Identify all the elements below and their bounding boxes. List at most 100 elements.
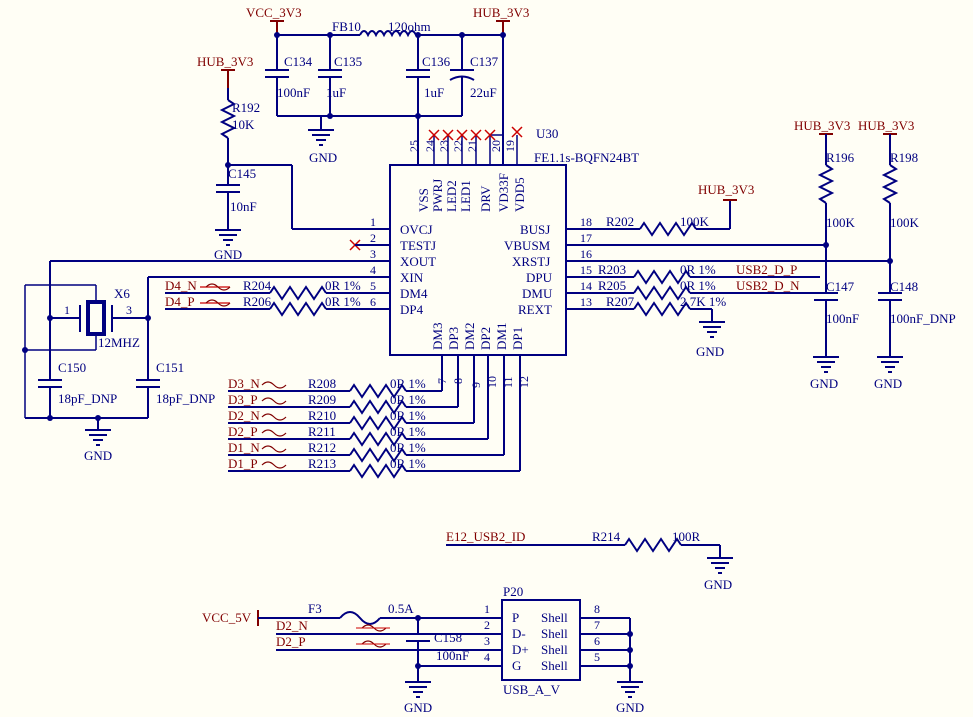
r205-label: R205 [598, 278, 626, 293]
pin-num: 1 [370, 215, 376, 229]
r208-label: R208 [308, 376, 336, 391]
gnd-label-6: GND [696, 344, 724, 359]
pin-name: DMU [522, 286, 553, 301]
net-usb2dp: USB2_D_P [736, 262, 797, 277]
net-d4n: D4_N [165, 278, 197, 293]
x6-pin3: 3 [126, 303, 132, 317]
x6-crystal [86, 300, 106, 336]
p20-label: P20 [503, 584, 523, 599]
hub-3v3-r202-label: HUB_3V3 [698, 182, 754, 197]
pin-name: DP2 [478, 327, 493, 350]
gnd-label-4: GND [810, 376, 838, 391]
pin-num: 2 [370, 231, 376, 245]
r203-resistor [633, 269, 691, 285]
net-d2n: D2_N [228, 408, 260, 423]
pin-num: 9 [469, 382, 483, 388]
r198-value: 100K [890, 215, 920, 230]
hub-3v3-top-label: HUB_3V3 [473, 5, 529, 20]
net-d2p-usb: D2_P [276, 634, 306, 649]
f3-value: 0.5A [388, 601, 414, 616]
c135-label: C135 [334, 54, 362, 69]
pin-name: XIN [400, 270, 424, 285]
c137-label: C137 [470, 54, 499, 69]
gnd-label-5: GND [874, 376, 902, 391]
pin-name: DP3 [446, 327, 461, 350]
r210-value: 0R 1% [390, 408, 426, 423]
r196-value: 100K [826, 215, 856, 230]
r196-label: R196 [826, 150, 855, 165]
c150-label: C150 [58, 360, 86, 375]
c135-value: 1uF [326, 85, 346, 100]
pin-name: XOUT [400, 254, 436, 269]
r198-label: R198 [890, 150, 918, 165]
r207-label: R207 [606, 294, 635, 309]
r208-value: 0R 1% [390, 376, 426, 391]
left-pins: OVCJ TESTJ XOUT XIN DM4 DP4 1 2 3 4 5 6 [370, 215, 436, 317]
pin-num: 22 [451, 140, 465, 152]
pin-name: DM3 [430, 323, 445, 350]
right-pins: BUSJ VBUSM XRSTJ DPU DMU REXT 18 17 16 1… [504, 215, 592, 317]
u30-label: U30 [536, 126, 558, 141]
vcc-5v-label: VCC_5V [202, 610, 252, 625]
r198-resistor [881, 164, 899, 204]
net-d3p: D3_P [228, 392, 258, 407]
pin-num: 1 [484, 602, 490, 616]
r196-resistor [817, 164, 835, 204]
c137-value: 22uF [470, 85, 497, 100]
r209-label: R209 [308, 392, 336, 407]
p20-part: USB_A_V [503, 682, 561, 697]
r192-label: R192 [232, 100, 260, 115]
pin-num: 5 [594, 650, 600, 664]
r192-resistor [219, 99, 237, 139]
net-d4p: D4_P [165, 294, 195, 309]
pin-name: BUSJ [520, 222, 550, 237]
pin-num: 6 [370, 295, 376, 309]
gnd-label-3: GND [84, 448, 112, 463]
pin-name: VSS [416, 188, 431, 212]
x6-value: 12MHZ [98, 335, 140, 350]
net-e12: E12_USB2_ID [446, 529, 525, 544]
pin-name: Shell [541, 658, 568, 673]
r192-value: 10K [232, 117, 255, 132]
top-pin-numbers: 25 24 23 22 21 20 19 [407, 140, 517, 152]
pin-name: VDD5 [512, 177, 527, 212]
f3-label: F3 [308, 601, 322, 616]
fb10-ferrite [359, 30, 417, 38]
r214-resistor [624, 537, 682, 553]
r211-label: R211 [308, 424, 336, 439]
pin-name: DM1 [494, 323, 509, 350]
r206-resistor [269, 301, 327, 317]
bottom-nets [228, 355, 521, 479]
r206-value: 0R 1% [325, 294, 361, 309]
net-d2n-usb: D2_N [276, 618, 308, 633]
r202-value: 100K [680, 214, 710, 229]
c148-label: C148 [890, 279, 918, 294]
gnd-label-8: GND [404, 700, 432, 715]
pin-name: Shell [541, 626, 568, 641]
net-d1p: D1_P [228, 456, 258, 471]
net-d1n: D1_N [228, 440, 260, 455]
pin-num: 15 [580, 263, 592, 277]
pin-name: TESTJ [400, 238, 436, 253]
pin-name: VBUSM [504, 238, 551, 253]
r212-value: 0R 1% [390, 440, 426, 455]
pin-name: D+ [512, 642, 529, 657]
pin-name: LED2 [444, 180, 459, 212]
pin-num: 8 [594, 602, 600, 616]
pin-name: P [512, 610, 519, 625]
r209-value: 0R 1% [390, 392, 426, 407]
pin-num: 16 [580, 247, 592, 261]
c134-value: 100nF [277, 85, 310, 100]
pin-num: 14 [580, 279, 592, 293]
r202-resistor [639, 221, 697, 237]
pin-num: 3 [484, 634, 490, 648]
pin-num: 4 [370, 263, 376, 277]
r214-value: 100R [672, 529, 701, 544]
pin-num: 25 [407, 140, 421, 152]
r204-resistor [269, 285, 327, 301]
pin-name: Shell [541, 610, 568, 625]
pin-num: 2 [484, 618, 490, 632]
pin-num: 13 [580, 295, 592, 309]
c150-value: 18pF_DNP [58, 391, 117, 406]
